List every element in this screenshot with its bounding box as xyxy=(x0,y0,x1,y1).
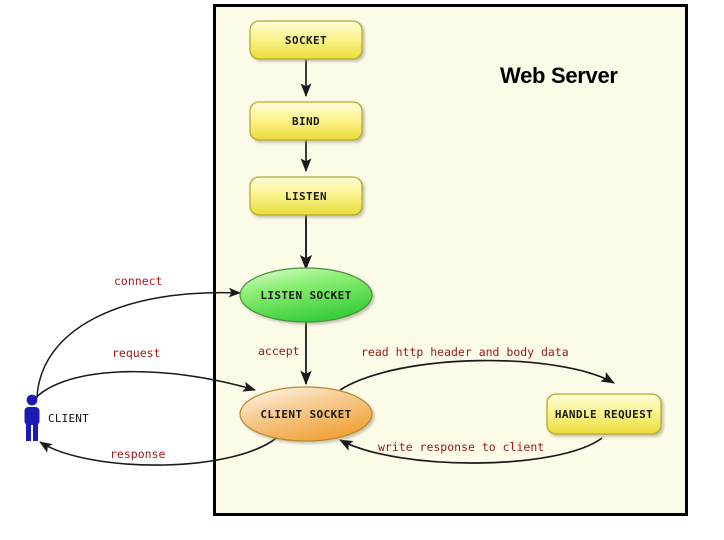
node-client-socket[interactable] xyxy=(239,386,373,442)
edge-connect xyxy=(36,287,241,399)
node-listen-socket[interactable] xyxy=(239,267,373,323)
person-icon xyxy=(24,394,40,441)
edge-read-request xyxy=(339,359,615,391)
edge-label-response: response xyxy=(110,447,166,461)
node-listen[interactable] xyxy=(249,176,363,216)
edge-request xyxy=(31,370,256,403)
actor-label-client: CLIENT xyxy=(48,412,89,425)
node-bind[interactable] xyxy=(249,101,363,141)
edge-label-accept: accept xyxy=(258,344,300,358)
edge-label-connect: connect xyxy=(114,274,163,288)
node-socket[interactable] xyxy=(249,20,363,60)
edge-label-request: request xyxy=(112,346,161,360)
node-handle-request[interactable] xyxy=(546,393,662,435)
edge-label-read-request: read http header and body data xyxy=(361,345,569,359)
page-title: Web Server xyxy=(500,63,618,88)
edge-write-response xyxy=(339,437,603,464)
edge-response xyxy=(39,433,282,466)
edge-label-write-response: write response to client xyxy=(378,440,545,454)
